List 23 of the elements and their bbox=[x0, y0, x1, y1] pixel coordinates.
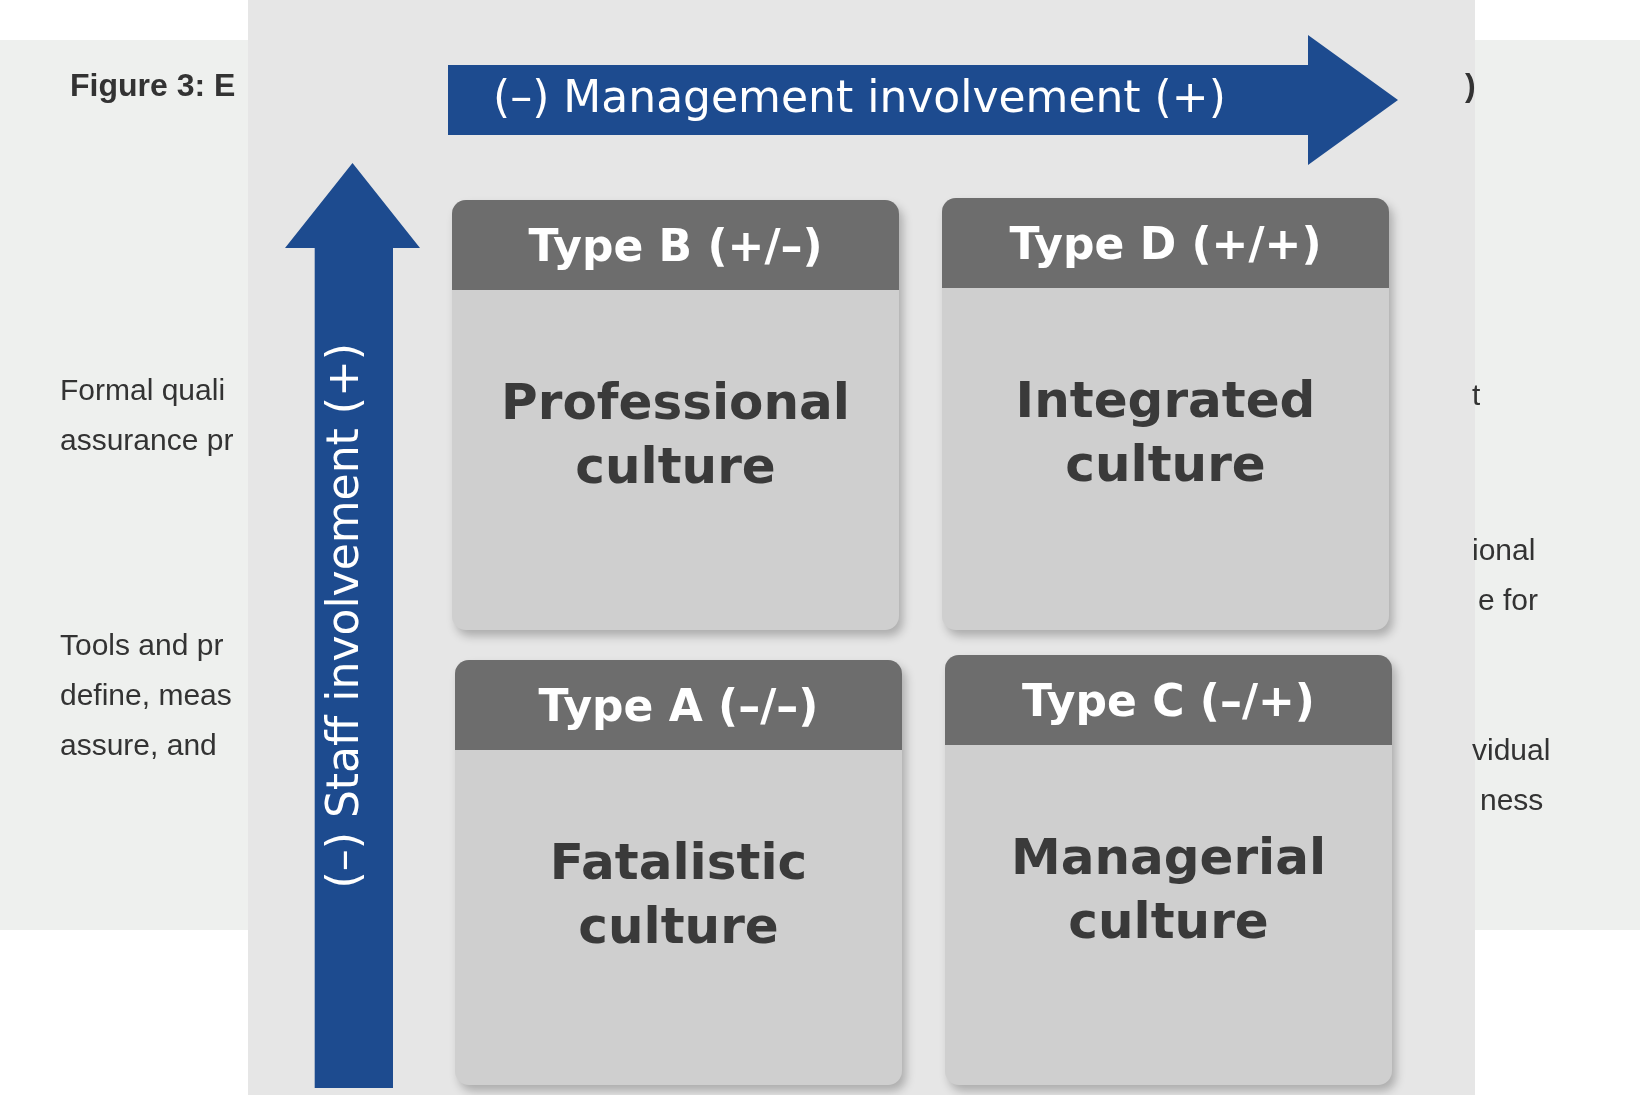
quadrant-card bbox=[455, 660, 902, 1085]
quadrant-card bbox=[942, 198, 1389, 630]
figure-title: Figure 3: E bbox=[70, 66, 237, 105]
axis-label: (–) Management involvement (+) bbox=[493, 71, 1226, 122]
quadrant-card bbox=[452, 200, 899, 630]
quadrant-heading: Type D (+/+) bbox=[942, 198, 1389, 288]
body-text: t bbox=[1472, 377, 1481, 413]
quadrant-heading: Type C (–/+) bbox=[945, 655, 1392, 745]
body-text: e for bbox=[1478, 582, 1539, 618]
quadrant-heading: Type A (–/–) bbox=[455, 660, 902, 750]
body-text: Formal quali assurance pr bbox=[60, 372, 235, 458]
axis-label: (–) Staff involvement (+) bbox=[317, 343, 368, 889]
quadrant-label: Professional culture bbox=[500, 372, 851, 497]
quadrant-label: Integrated culture bbox=[1014, 370, 1317, 495]
body-text: vidual bbox=[1472, 732, 1551, 768]
body-text: ) bbox=[1465, 66, 1476, 105]
quadrant-label: Fatalistic culture bbox=[548, 832, 809, 957]
quadrant-label: Managerial culture bbox=[1009, 827, 1328, 952]
body-text: ness bbox=[1480, 782, 1544, 818]
body-text: Tools and pr define, meas assure, and bbox=[60, 627, 233, 763]
quadrant-card bbox=[945, 655, 1392, 1085]
quadrant-heading: Type B (+/–) bbox=[452, 200, 899, 290]
body-text: ional bbox=[1472, 532, 1536, 568]
